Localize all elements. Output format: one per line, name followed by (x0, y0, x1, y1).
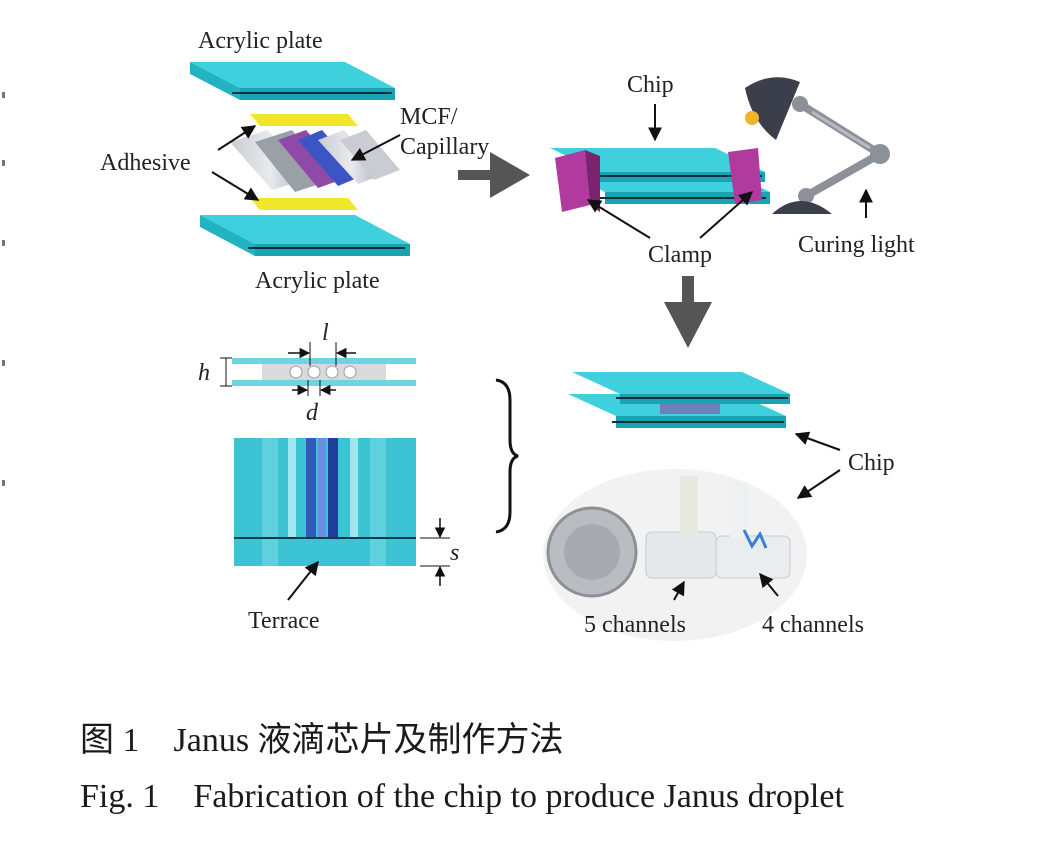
exploded-assembly (190, 62, 410, 256)
label-four-channels: 4 channels (762, 612, 864, 638)
chip-pointer-2 (796, 469, 841, 499)
clamp-left (555, 150, 590, 212)
label-chip-bottom: Chip (848, 450, 895, 476)
top-view-schematic (234, 438, 450, 586)
label-terrace: Terrace (248, 608, 320, 634)
dimension-l: l (322, 320, 329, 346)
chip-pointer-1 (794, 431, 841, 451)
adhesive-strip-top (250, 114, 358, 126)
clamp-pointer-left (586, 199, 651, 239)
capillary-bundle (230, 130, 400, 192)
adhesive-pointer-top (217, 125, 257, 151)
five-channel-pointer (671, 580, 685, 601)
fabrication-figure: Acrylic plate MCF/ Capillary Adhesive Ac… (100, 28, 915, 641)
label-clamp: Clamp (648, 242, 712, 268)
label-capillary: Capillary (400, 134, 489, 160)
adhesive-pointer-bottom (211, 171, 260, 201)
label-adhesive: Adhesive (100, 150, 191, 176)
edge-mark (2, 360, 5, 366)
label-chip-top: Chip (627, 72, 674, 98)
dimension-h: h (198, 360, 210, 386)
label-five-channels: 5 channels (584, 612, 686, 638)
curing-lamp-icon (745, 77, 890, 214)
acrylic-plate-top (190, 62, 395, 100)
adhesive-strip-bottom (250, 198, 358, 210)
process-arrow-right (458, 152, 530, 198)
edge-mark (2, 240, 5, 246)
clamp-right (728, 148, 762, 204)
clamp-pointer-right (699, 191, 754, 239)
dimension-s: s (450, 540, 459, 566)
acrylic-plate-bottom (200, 215, 410, 256)
chip-photo (543, 469, 807, 641)
edge-mark (2, 160, 5, 166)
edge-mark (2, 92, 5, 98)
figure-caption-english: Fig. 1 Fabrication of the chip to produc… (80, 778, 844, 815)
label-acrylic-top: Acrylic plate (198, 28, 323, 54)
label-acrylic-bottom: Acrylic plate (255, 268, 380, 294)
grouping-brace (495, 378, 519, 534)
dimension-d: d (306, 400, 319, 426)
mcf-pointer (350, 134, 401, 161)
four-channel-pointer (759, 572, 779, 597)
edge-mark (2, 480, 5, 486)
finished-chip (568, 372, 790, 428)
terrace-pointer (287, 560, 319, 601)
clamped-chip (550, 148, 770, 212)
label-curing-light: Curing light (798, 232, 915, 258)
figure-caption-chinese: 图 1 Janus 液滴芯片及制作方法 (80, 722, 564, 759)
cross-section-schematic (220, 342, 416, 396)
process-arrow-down (664, 276, 712, 348)
label-mcf: MCF/ (400, 104, 458, 130)
